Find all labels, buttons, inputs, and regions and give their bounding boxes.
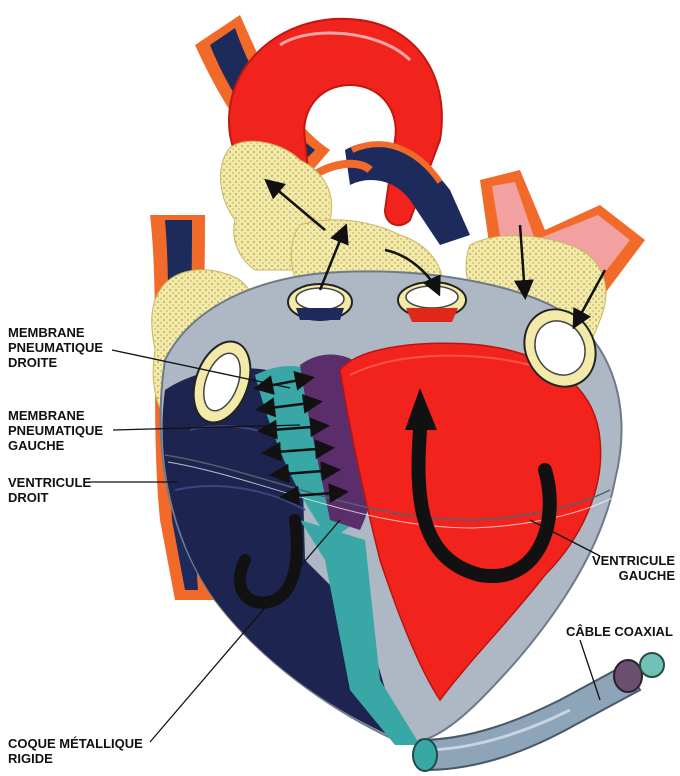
- label-line: RIGIDE: [8, 751, 143, 766]
- cable-connector: [614, 660, 642, 692]
- label-line: VENTRICULE: [585, 553, 675, 568]
- label-line: VENTRICULE: [8, 475, 91, 490]
- label-line: PNEUMATIQUE: [8, 423, 103, 438]
- label-line: GAUCHE: [8, 438, 103, 453]
- label-line: MEMBRANE: [8, 408, 103, 423]
- label-line: PNEUMATIQUE: [8, 340, 103, 355]
- label-line: CÂBLE COAXIAL: [566, 624, 673, 639]
- label-membrane-pneumatique-gauche: MEMBRANE PNEUMATIQUE GAUCHE: [8, 408, 103, 453]
- label-ventricule-droit: VENTRICULE DROIT: [8, 475, 91, 505]
- label-line: GAUCHE: [585, 568, 675, 583]
- label-coque-metallique-rigide: COQUE MÉTALLIQUE RIGIDE: [8, 736, 143, 766]
- label-ventricule-gauche: VENTRICULE GAUCHE: [585, 553, 675, 583]
- label-cable-coaxial: CÂBLE COAXIAL: [566, 624, 673, 639]
- label-membrane-pneumatique-droite: MEMBRANE PNEUMATIQUE DROITE: [8, 325, 103, 370]
- label-line: DROITE: [8, 355, 103, 370]
- label-line: COQUE MÉTALLIQUE: [8, 736, 143, 751]
- label-line: MEMBRANE: [8, 325, 103, 340]
- label-line: DROIT: [8, 490, 91, 505]
